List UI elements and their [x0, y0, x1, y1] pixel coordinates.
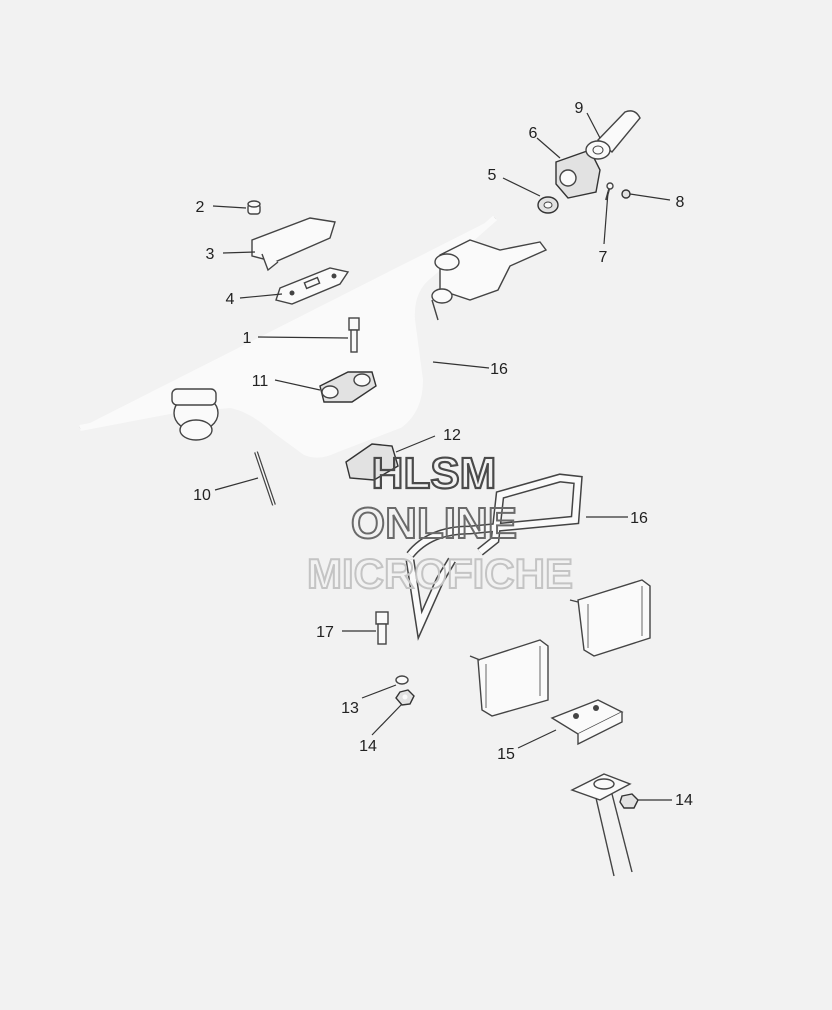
callout-16: 16: [490, 361, 508, 378]
cover-part-3: [251, 217, 336, 272]
upper-clamp-part-11: [319, 371, 377, 403]
callout-2: 2: [196, 199, 205, 216]
callout-14-lower-right: 14: [675, 792, 693, 809]
plate-part-4: [275, 267, 350, 305]
watermark-line-2: ONLINE: [351, 499, 517, 548]
callout-15: 15: [497, 746, 515, 763]
callout-8: 8: [676, 194, 685, 211]
steering-post: [570, 773, 633, 877]
watermark-line-1: HLSM: [372, 449, 497, 498]
washer-part-13: [395, 675, 409, 685]
callout-11: 11: [252, 373, 269, 390]
bracket-part-15: [550, 699, 624, 746]
cable-tie-part-10: [254, 451, 276, 506]
nut-part-8: [621, 189, 631, 199]
callout-1: 1: [243, 330, 252, 347]
grip-part-9: [585, 110, 641, 160]
callout-5: 5: [488, 167, 497, 184]
watermark: HLSM ONLINE MICROFICHE: [306, 448, 574, 598]
callout-7: 7: [599, 249, 608, 266]
callout-4: 4: [226, 291, 235, 308]
callout-14-lower-left: 14: [359, 738, 377, 755]
guard-bar-part-17: [405, 473, 583, 641]
washer-part-5: [537, 196, 559, 214]
handlebar-part-16: [79, 215, 548, 458]
housing-part-6: [555, 149, 601, 199]
pad-block-left: [469, 639, 549, 717]
callout-13: 13: [341, 700, 359, 717]
callout-3: 3: [206, 246, 215, 263]
bolt-part-18: [375, 611, 389, 645]
callout-18: 17: [316, 624, 334, 641]
nut-part-14b: [619, 793, 639, 809]
bolt-part-2: [247, 200, 261, 215]
callout-12: 12: [443, 427, 461, 444]
callout-9: 9: [575, 100, 584, 117]
lower-clamp-part-12: [345, 443, 399, 481]
leader-lines: [212, 112, 672, 801]
callout-10: 10: [193, 487, 211, 504]
callout-17: 16: [630, 510, 648, 527]
nut-part-14a: [395, 689, 415, 706]
pad-block-right: [569, 579, 651, 657]
watermark-line-3: MICROFICHE: [307, 550, 573, 597]
callout-6: 6: [529, 125, 538, 142]
clamp-bolt-part-1: [348, 317, 360, 353]
